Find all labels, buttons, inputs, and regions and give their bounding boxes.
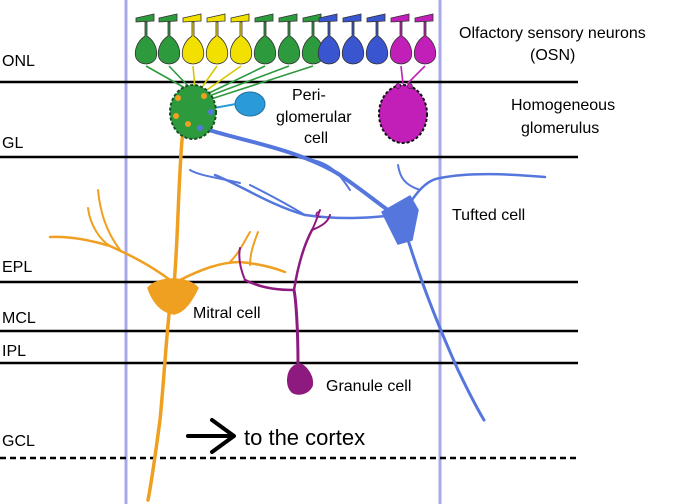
layer-label-gcl: GCL bbox=[2, 433, 35, 450]
periglomerular-soma bbox=[234, 91, 266, 117]
osn-neuron bbox=[134, 13, 158, 65]
green-glomerulus bbox=[169, 84, 217, 140]
mitral-axon bbox=[146, 303, 172, 502]
periglomerular-label-line2: glomerular bbox=[276, 109, 352, 126]
osn-neuron bbox=[277, 13, 301, 65]
granule-cell bbox=[238, 209, 331, 395]
osn-neuron bbox=[229, 13, 253, 65]
periglomerular-label-line3: cell bbox=[304, 130, 328, 147]
osn-neuron bbox=[389, 13, 413, 65]
layer-label-gl: GL bbox=[2, 135, 23, 152]
osn-label-line2: (OSN) bbox=[530, 47, 575, 64]
tufted-primary-dendrite bbox=[207, 128, 397, 217]
tufted-soma bbox=[381, 195, 419, 245]
osn-label-line1: Olfactory sensory neurons bbox=[459, 25, 646, 42]
osn-neuron bbox=[413, 13, 437, 65]
osn-neuron bbox=[365, 13, 389, 65]
osn-neuron bbox=[205, 13, 229, 65]
mitral-cell-label: Mitral cell bbox=[193, 305, 261, 322]
osn-neuron bbox=[317, 13, 341, 65]
osn-neuron bbox=[341, 13, 365, 65]
layer-label-onl: ONL bbox=[2, 53, 35, 70]
layer-label-epl: EPL bbox=[2, 259, 32, 276]
osn-neuron bbox=[181, 13, 205, 65]
homogeneous-glomerulus bbox=[378, 83, 428, 144]
osn-neuron bbox=[253, 13, 277, 65]
layer-label-mcl: MCL bbox=[2, 310, 36, 327]
granule-process bbox=[292, 288, 300, 366]
right-arrow-icon bbox=[186, 418, 236, 454]
granule-soma bbox=[287, 363, 314, 395]
mitral-cell bbox=[48, 106, 287, 502]
cell-labels: Olfactory sensory neurons (OSN) Peri- gl… bbox=[193, 25, 646, 395]
osn-axons bbox=[145, 65, 426, 100]
layer-labels: ONL GL EPL MCL IPL GCL bbox=[2, 53, 36, 450]
mitral-soma bbox=[147, 278, 199, 315]
osn-cells bbox=[134, 13, 437, 65]
layer-lines bbox=[0, 80, 578, 460]
osn-neuron bbox=[157, 13, 181, 65]
granule-cell-label: Granule cell bbox=[326, 378, 411, 395]
periglomerular-label-line1: Peri- bbox=[292, 87, 326, 104]
homogeneous-label-line1: Homogeneous bbox=[511, 97, 615, 114]
homogeneous-label-line2: glomerulus bbox=[521, 120, 599, 137]
layer-label-ipl: IPL bbox=[2, 343, 26, 360]
periglomerular-cell bbox=[213, 91, 266, 117]
tufted-axon bbox=[403, 228, 486, 422]
tufted-cell-label: Tufted cell bbox=[452, 207, 525, 224]
tufted-cell bbox=[189, 128, 547, 422]
cortex-label: to the cortex bbox=[244, 425, 365, 450]
